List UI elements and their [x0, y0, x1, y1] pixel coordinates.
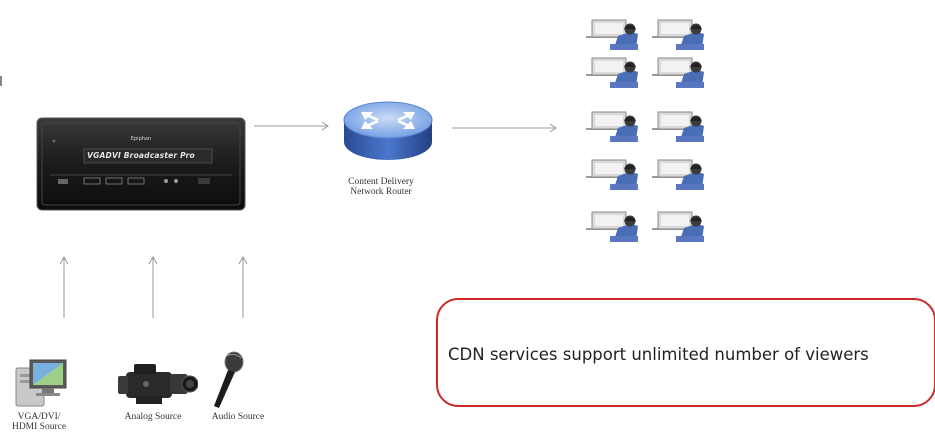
computer-source-icon — [15, 359, 67, 407]
cdn-callout-text: CDN services support unlimited number of… — [448, 345, 869, 364]
video-camera-icon — [118, 364, 198, 404]
viewer-icon — [585, 57, 639, 89]
vga-label-line2: HDMI Source — [11, 422, 67, 432]
viewer-icon — [585, 111, 639, 143]
analog-source-label: Analog Source — [124, 412, 182, 422]
viewer-icon — [585, 159, 639, 191]
arrow-device-to-router — [254, 121, 329, 131]
viewer-icon — [651, 159, 705, 191]
router-label-line1: Content Delivery — [348, 177, 414, 187]
source-arrows — [59, 255, 248, 318]
device-logo: Epiphan — [130, 136, 152, 142]
microphone-icon — [214, 351, 244, 408]
cdn-router — [341, 96, 435, 164]
edge-mark — [0, 76, 2, 86]
arrow-audio-up — [238, 255, 248, 318]
arrow-router-to-viewers — [452, 123, 557, 133]
router-icon — [343, 101, 433, 160]
broadcaster-device-icon — [36, 117, 246, 211]
viewer-icon — [651, 57, 705, 89]
viewer-icon — [651, 211, 705, 243]
router-label-line2: Network Router — [350, 187, 412, 197]
broadcaster-device: Epiphan VGADVI Broadcaster Pro — [36, 117, 246, 211]
audio-source-label: Audio Source — [211, 412, 265, 422]
viewer-icon — [651, 19, 705, 51]
cdn-callout-box — [436, 298, 935, 407]
viewers-grid — [585, 19, 705, 243]
vga-label-line1: VGA/DVI/ — [17, 412, 61, 422]
device-name: VGADVI Broadcaster Pro — [87, 151, 195, 160]
viewer-icon — [585, 211, 639, 243]
vga-source-label: VGA/DVI/ HDMI Source — [4, 412, 74, 432]
arrow-analog-up — [148, 255, 158, 318]
arrow-vga-up — [59, 255, 69, 318]
viewer-icon — [585, 19, 639, 51]
router-label: Content Delivery Network Router — [326, 177, 436, 197]
viewer-icon — [651, 111, 705, 143]
